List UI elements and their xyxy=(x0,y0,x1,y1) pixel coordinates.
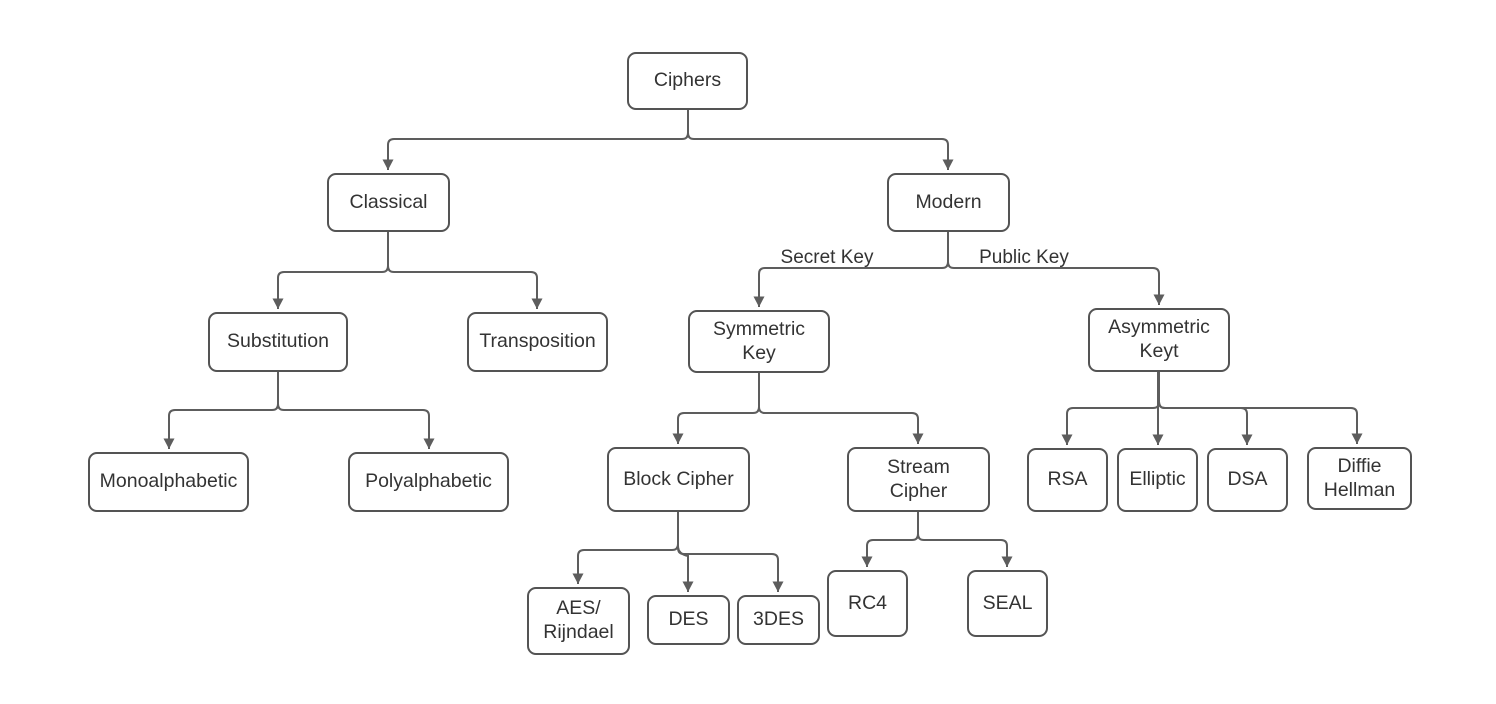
node-modern: Modern xyxy=(887,173,1010,232)
edge-substitution-monoalphabetic xyxy=(163,372,279,449)
node-diffie-hellman: Diffie Hellman xyxy=(1307,447,1412,510)
edge-ciphers-modern xyxy=(687,110,954,170)
edge-stream-rc4 xyxy=(861,512,919,567)
edge-symmetric-stream-cipher xyxy=(758,373,924,444)
node-rsa: RSA xyxy=(1027,448,1108,512)
edge-label-public-key: Public Key xyxy=(979,247,1069,268)
node-monoalphabetic: Monoalphabetic xyxy=(88,452,249,512)
edge-classical-substitution xyxy=(272,232,389,309)
edge-modern-symmetric-key xyxy=(753,232,949,307)
edge-modern-asymmetric-key xyxy=(947,232,1165,305)
edge-symmetric-block-cipher xyxy=(672,373,760,444)
node-symmetric-key: Symmetric Key xyxy=(688,310,830,373)
node-classical: Classical xyxy=(327,173,450,232)
node-aes-rijndael: AES/ Rijndael xyxy=(527,587,630,655)
node-des: DES xyxy=(647,595,730,645)
edge-label-secret-key: Secret Key xyxy=(780,247,874,268)
node-3des: 3DES xyxy=(737,595,820,645)
edge-asymmetric-diffie-hellman xyxy=(1158,372,1363,444)
node-asymmetric-key: Asymmetric Keyt xyxy=(1088,308,1230,372)
edge-substitution-polyalphabetic xyxy=(277,372,435,449)
edge-ciphers-classical xyxy=(382,110,689,170)
node-polyalphabetic: Polyalphabetic xyxy=(348,452,509,512)
node-dsa: DSA xyxy=(1207,448,1288,512)
node-substitution: Substitution xyxy=(208,312,348,372)
edge-block-3des xyxy=(677,512,784,592)
node-elliptic: Elliptic xyxy=(1117,448,1198,512)
edge-stream-seal xyxy=(917,512,1013,567)
edge-block-aes-rijndael xyxy=(572,512,679,584)
node-block-cipher: Block Cipher xyxy=(607,447,750,512)
node-ciphers: Ciphers xyxy=(627,52,748,110)
node-transposition: Transposition xyxy=(467,312,608,372)
node-stream-cipher: Stream Cipher xyxy=(847,447,990,512)
node-seal: SEAL xyxy=(967,570,1048,637)
edge-asymmetric-rsa xyxy=(1061,372,1160,445)
node-rc4: RC4 xyxy=(827,570,908,637)
edge-classical-transposition xyxy=(387,232,543,309)
